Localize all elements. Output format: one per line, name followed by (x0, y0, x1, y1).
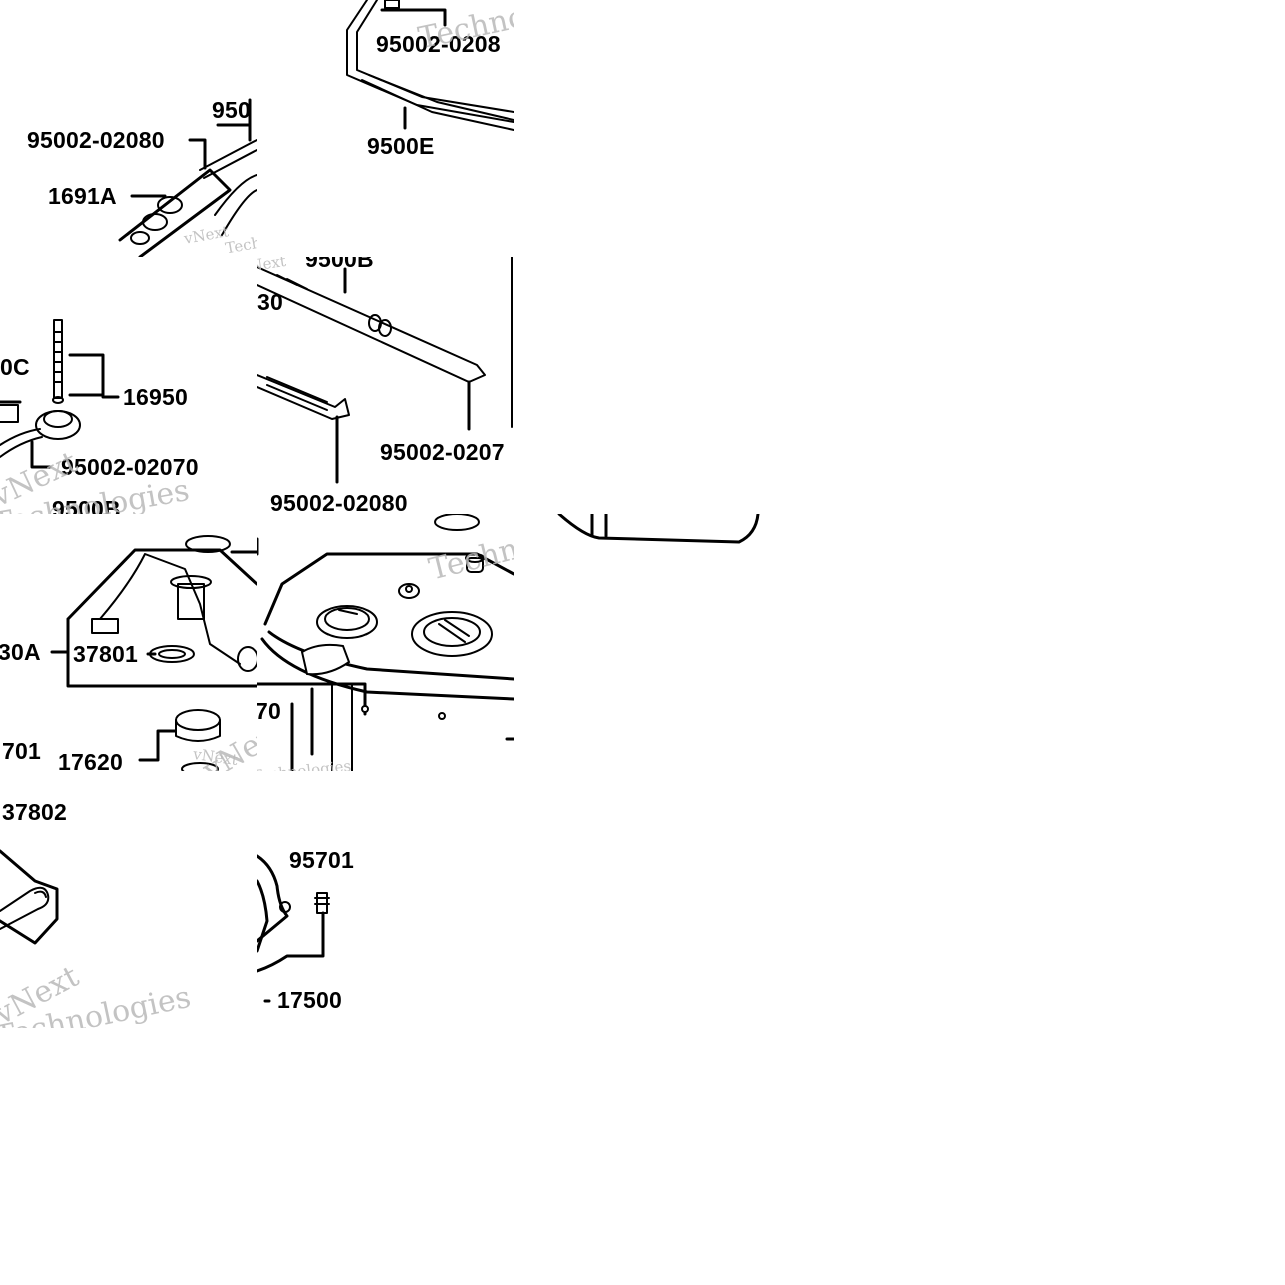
part-number: 70 (257, 698, 281, 724)
tile-r1c1: 9500B 30 378 95002-0207 95 95002-02080 v… (257, 257, 514, 514)
part-number: 701 (2, 738, 41, 764)
part-number: 0C (0, 354, 30, 380)
part-number: 9500B (305, 257, 374, 272)
part-number: 37801 (73, 641, 138, 667)
tile-r0c1-drawing (346, 0, 514, 131)
part-number: 30 (257, 289, 283, 315)
part-number: 1691A (48, 183, 117, 209)
part-number: 9500B (52, 496, 121, 515)
tile-r0c0-drawing (118, 98, 257, 257)
tile-r1c0: 0C 16950 95002-02070 9500B vNext Technol… (0, 257, 257, 514)
part-number: 95002-0207 (380, 439, 505, 465)
tile-r2c0-drawing (50, 535, 257, 771)
part-number: 9500E (367, 133, 435, 159)
part-number: 37802 (2, 799, 67, 825)
tile-r3c0: 37802 vNext Technologies (0, 771, 257, 1028)
tile-r1c1-drawing (257, 257, 513, 484)
part-number: 95701 (289, 847, 354, 873)
part-number: 16950 (123, 384, 188, 410)
tile-r0c0: 95002-02080 950 1691A vNext Technologies (0, 0, 257, 257)
part-number: 95002-02080 (27, 127, 165, 153)
part-number: 95002-0208 (376, 31, 501, 57)
tile-r2c1: 70 Technologies Technologies (257, 514, 514, 771)
part-number: 30A (0, 639, 41, 665)
part-number: 95002-02080 (270, 490, 408, 515)
part-number: 17500 (277, 987, 342, 1013)
tile-r3c0-drawing (0, 849, 59, 945)
tile-r1c0-drawing (0, 319, 120, 469)
part-number: 950 (212, 97, 251, 123)
tile-r3c1: 95701 17500 (257, 771, 514, 1028)
tile-r2c2-fragment (514, 514, 771, 554)
tile-r2c0: 30A 37801 701 17620 vNext vNext (0, 514, 257, 771)
tank-outline-fragment (557, 514, 760, 544)
tile-r0c1: 95002-0208 9500E Technologies (257, 0, 514, 257)
part-number: 17620 (58, 749, 123, 772)
tile-r3c1-drawing (257, 854, 330, 1003)
part-number: 95002-02070 (61, 454, 199, 480)
fuel-tank-drawing (257, 514, 514, 771)
